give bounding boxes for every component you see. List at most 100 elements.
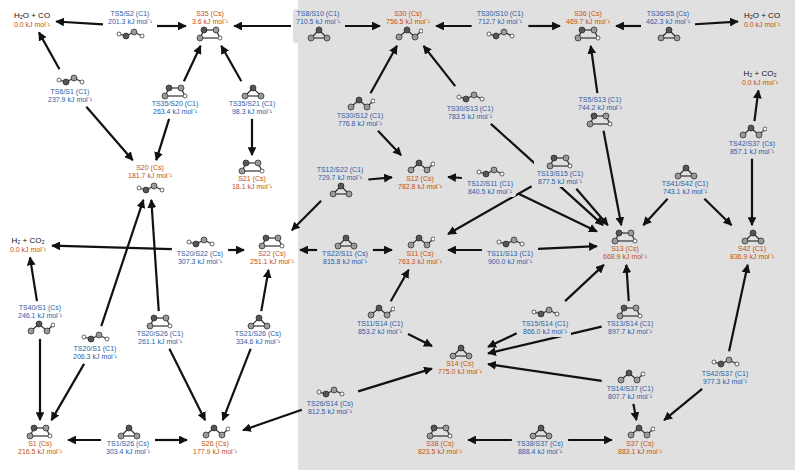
atom: [466, 353, 472, 359]
species-node: S30 (Cs)756.5 kJ mol⁻¹: [383, 9, 433, 43]
atom: [503, 241, 509, 247]
molecule-icon: [257, 234, 287, 250]
reaction-arrow: [251, 119, 253, 155]
atom: [644, 432, 650, 438]
species-name: TS40/S1 (Cs): [19, 304, 61, 312]
atom: [591, 27, 597, 33]
atom: [491, 167, 497, 173]
reaction-arrow: [157, 25, 186, 27]
atom: [118, 433, 124, 439]
species-name: S13 (Cs): [611, 245, 639, 253]
molecule-icon: [585, 112, 615, 128]
energy-value: 807.7 kJ mol⁻¹: [608, 393, 652, 401]
species-name: TS11/S14 (C1): [357, 320, 403, 328]
atom: [211, 425, 217, 431]
atom: [348, 104, 354, 110]
energy-value: 776.8 kJ mol⁻¹: [338, 120, 382, 128]
species-node: TS42/S37 (C1)977.3 kJ mol⁻¹: [699, 353, 752, 387]
reaction-arrow: [371, 46, 397, 93]
energy-value: 668.9 kJ mol⁻¹: [603, 253, 647, 261]
atom: [408, 242, 414, 248]
species-name: TS30/S10 (C1): [477, 10, 524, 18]
species-name: TS12/S11 (C1): [467, 180, 513, 188]
species-name: H₂O + CO: [744, 12, 780, 21]
molecule-icon: [315, 384, 345, 400]
species-name: TS41/S42 (C1): [662, 180, 709, 188]
species-name: TS13/S15 (C1): [537, 170, 584, 178]
atom: [213, 27, 219, 33]
reaction-arrow: [633, 404, 636, 420]
atom: [634, 377, 640, 383]
atom: [458, 345, 464, 351]
energy-value: 0.0 kJ mol⁻¹: [10, 246, 46, 254]
reaction-arrow: [156, 119, 169, 160]
atom: [162, 93, 168, 99]
reaction-arrow: [576, 189, 607, 225]
energy-value: 888.4 kJ mol⁻¹: [518, 448, 562, 456]
reaction-arrow: [228, 249, 244, 251]
atom: [416, 235, 422, 241]
atom: [641, 372, 645, 376]
species-node: S1 (Cs)216.5 kJ mol⁻¹: [15, 423, 65, 457]
molecule-icon: [25, 320, 55, 336]
atom: [140, 34, 144, 38]
species-name: S42 (C1): [738, 245, 766, 253]
species-node: H₂ + CO₂0.0 kJ mol⁻¹: [739, 69, 781, 88]
atom: [239, 168, 245, 174]
reaction-arrow: [448, 249, 482, 251]
atom: [343, 235, 349, 241]
reaction-arrow: [51, 364, 84, 420]
energy-value: 263.4 kJ mol⁻¹: [153, 108, 197, 116]
atom: [48, 434, 52, 438]
reaction-arrow: [729, 265, 748, 351]
atom: [117, 32, 121, 36]
species-node: TS11/S14 (C1)853.2 kJ mol⁻¹: [354, 303, 406, 337]
energy-value: 237.9 kJ mol⁻¹: [48, 96, 92, 104]
species-name: TS35/S20 (C1): [152, 100, 199, 108]
species-node: S14 (Cs)775.0 kJ mol⁻¹: [435, 343, 485, 377]
atom: [538, 311, 544, 317]
atom: [575, 35, 581, 41]
species-node: TS35/S20 (C1)263.4 kJ mol⁻¹: [149, 83, 202, 117]
atom: [183, 94, 187, 98]
atom: [280, 244, 284, 248]
energy-value: 897.7 kJ mol⁻¹: [608, 328, 652, 336]
energy-value: 815.8 kJ mol⁻¹: [323, 258, 367, 266]
atom: [666, 27, 672, 33]
species-node: TS6/S1 (C1)237.9 kJ mol⁻¹: [45, 71, 95, 105]
reaction-arrow: [358, 369, 432, 392]
atom: [371, 99, 375, 103]
molecule-icon: [365, 304, 395, 320]
species-name: TS20/S26 (C1): [137, 330, 184, 338]
atom: [340, 392, 344, 396]
atom: [756, 132, 762, 138]
species-name: S11 (Cs): [406, 250, 433, 258]
atom: [63, 79, 69, 85]
species-name: TS5/S2 (C1): [111, 10, 150, 18]
atom: [616, 230, 622, 236]
molecule-icon: [55, 72, 85, 88]
atom: [532, 310, 536, 314]
energy-value: 775.0 kJ mol⁻¹: [438, 368, 482, 376]
atom: [368, 312, 374, 318]
energy-value: 18.1 kJ mol⁻¹: [232, 183, 272, 191]
atom: [243, 160, 249, 166]
atom: [674, 35, 680, 41]
atom: [323, 391, 329, 397]
atom: [658, 35, 664, 41]
reaction-arrow: [151, 200, 158, 311]
species-node: TS22/S11 (Cs)815.8 kJ mol⁻¹: [319, 233, 371, 267]
atom: [226, 427, 230, 431]
reaction-arrow: [424, 46, 456, 86]
molecule-icon: [615, 304, 645, 320]
atom: [105, 337, 109, 341]
atom: [408, 167, 414, 173]
molecule-icon: [425, 424, 455, 440]
species-node: TS11/S13 (C1)900.0 kJ mol⁻¹: [484, 233, 536, 267]
atom: [691, 173, 697, 179]
atom: [500, 172, 504, 176]
molecule-icon: [653, 26, 683, 42]
species-node: H₂O + CO0.0 kJ mol⁻¹: [11, 11, 53, 30]
atom: [137, 186, 141, 190]
atom: [750, 230, 756, 236]
